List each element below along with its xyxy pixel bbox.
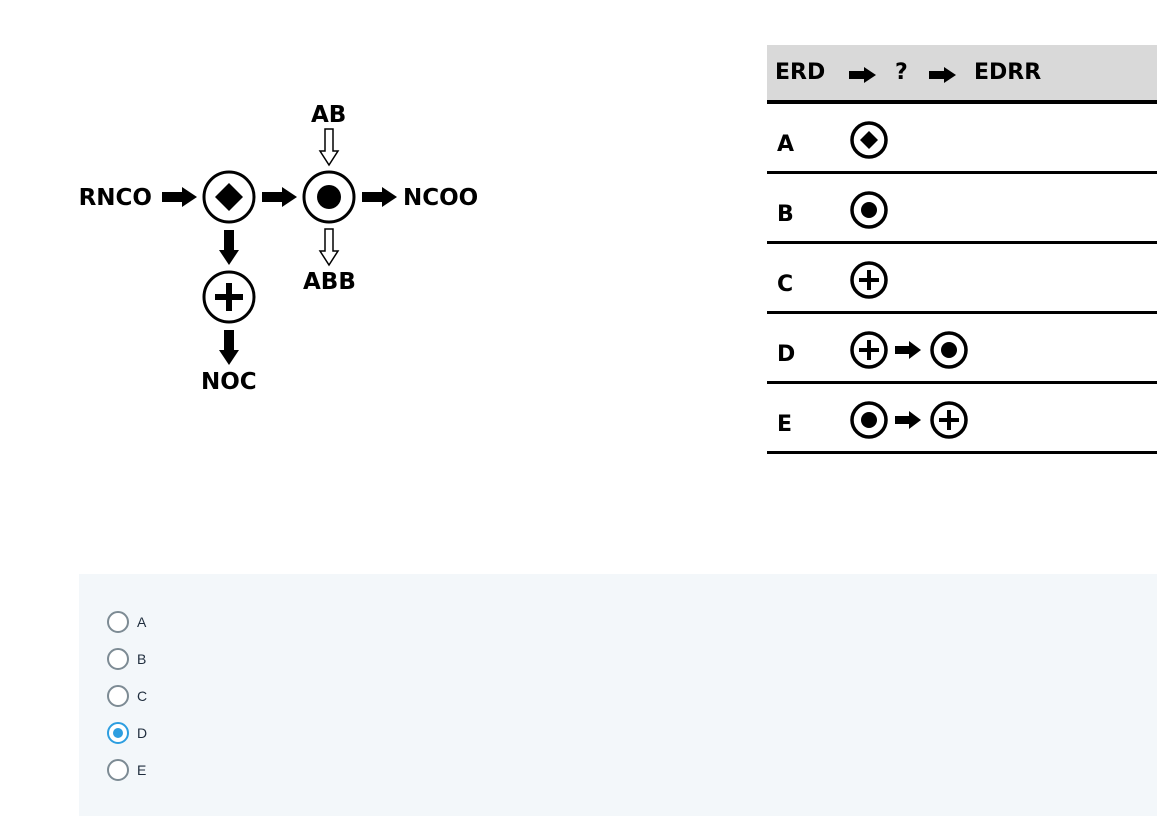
option-label: E [137,762,147,778]
radio-button[interactable] [107,648,129,670]
process-diagram [162,128,397,365]
hollow-arrow-down-icon [319,228,339,266]
row-label: A [777,132,795,157]
arrow-right-icon [849,67,876,83]
table-row: E [767,384,1157,454]
label-abb: ABB [303,269,356,295]
table-row: A [767,104,1157,174]
arrow-down-icon [219,230,239,265]
arrow-right-icon [895,411,921,429]
dot-symbol-icon [850,191,888,229]
row-label: C [777,272,794,297]
header-unknown: ? [895,60,908,85]
option-label: D [137,725,148,741]
label-ncoo: NCOO [403,185,479,211]
arrow-right-icon [162,187,197,207]
dot-symbol-icon [930,331,968,369]
radio-button[interactable] [107,759,129,781]
label-noc: NOC [201,369,257,395]
answer-option-c[interactable]: C [107,685,147,707]
radio-button[interactable] [107,722,129,744]
option-label: A [137,614,147,630]
radio-button[interactable] [107,611,129,633]
diamond-symbol-icon [850,121,888,159]
arrow-down-icon [219,330,239,365]
answer-option-d[interactable]: D [107,722,147,744]
row-label: D [777,342,796,367]
row-label: E [777,412,793,437]
table-header: ERD ? EDRR [767,45,1157,104]
dot-symbol-icon [850,401,888,439]
answer-option-e[interactable]: E [107,759,146,781]
table-row: B [767,174,1157,244]
plus-symbol-icon [930,401,968,439]
arrow-right-icon [929,67,956,83]
option-label: B [137,651,147,667]
row-label: B [777,202,794,227]
header-to: EDRR [974,60,1042,85]
label-rnco: RNCO [78,185,152,211]
node-plus [202,270,256,324]
plus-symbol-icon [850,331,888,369]
label-ab: AB [311,102,347,128]
table-row: D [767,314,1157,384]
arrow-right-icon [362,187,397,207]
arrow-right-icon [895,341,921,359]
arrow-right-icon [262,187,297,207]
options-table: ERD ? EDRR A B C D E [767,45,1157,454]
node-diamond [202,170,256,224]
node-dot [302,170,356,224]
hollow-arrow-down-icon [319,128,339,166]
answer-option-b[interactable]: B [107,648,146,670]
answer-panel: A B C D E [79,574,1157,816]
answer-option-a[interactable]: A [107,611,146,633]
table-row: C [767,244,1157,314]
option-label: C [137,688,148,704]
radio-button[interactable] [107,685,129,707]
plus-symbol-icon [850,261,888,299]
header-from: ERD [775,60,826,85]
